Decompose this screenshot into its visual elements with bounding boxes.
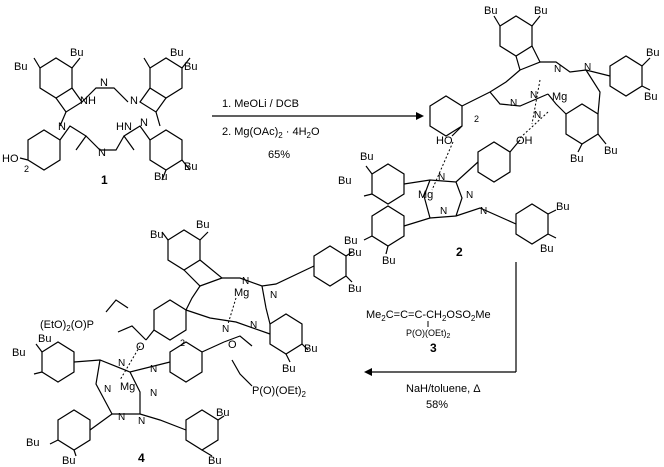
c4-n-3: N <box>222 324 229 335</box>
step2-conditions: NaH/toluene, Δ <box>406 383 481 395</box>
compound-2-structure <box>363 15 651 255</box>
c2-coordination-bonds <box>431 79 549 191</box>
c1-n-5: N <box>98 147 106 159</box>
c2-n-7: N <box>466 190 473 201</box>
c4-n-2: N <box>270 290 277 301</box>
c1-locant: 2 <box>24 164 29 174</box>
c2-ho: HO <box>436 135 453 147</box>
c1-bu-5: Bu <box>184 161 197 173</box>
c2-bu-10: Bu <box>382 255 395 267</box>
c4-o-right: O <box>228 339 237 351</box>
c4-locant: 2 <box>180 338 185 348</box>
c4-bu-2: Bu <box>196 219 209 231</box>
c4-mg-upper: Mg <box>234 287 249 299</box>
c1-bu-2: Bu <box>70 47 83 59</box>
step2-reagent: Me2C=C=C-CH2OSO2Me <box>366 309 491 323</box>
c4-n-4: N <box>250 320 257 331</box>
c2-bu-12: Bu <box>540 243 553 255</box>
c1-n-3: N <box>58 121 66 133</box>
c4-mg-lower: Mg <box>120 381 135 393</box>
c2-n-3: N <box>530 90 537 101</box>
c4-bu-5: Bu <box>304 343 317 355</box>
compound-2-label: 2 <box>456 245 463 259</box>
c4-bu-7: Bu <box>38 333 51 345</box>
c4-phos-right: P(O)(OEt)2 <box>252 385 307 399</box>
c4-n-10: N <box>138 416 145 427</box>
c2-n-9: N <box>480 206 487 217</box>
step2-reagent-label: 3 <box>430 341 437 355</box>
compound-1-label: 1 <box>101 173 108 187</box>
compound-4-structure <box>33 229 353 457</box>
step1-reagent1: 1. MeOLi / DCB <box>222 98 299 110</box>
c2-bu-8: Bu <box>338 175 351 187</box>
c4-bu-10: Bu <box>62 455 75 467</box>
c2-bu-5: Bu <box>604 145 617 157</box>
c4-n-8: N <box>150 388 157 399</box>
c2-n-4: N <box>510 98 517 109</box>
c2-oh: OH <box>516 135 533 147</box>
step1-reagent2: 2. Mg(OAc)2 · 4H2O <box>222 126 320 140</box>
c1-hn: HN <box>116 121 132 133</box>
c4-coordination-bonds <box>119 297 237 381</box>
c4-bu-4: Bu <box>348 283 361 295</box>
step2-reagent-phos: P(O)(OEt)2 <box>406 328 451 340</box>
c4-n-9: N <box>118 412 125 423</box>
c1-ho: HO <box>2 153 19 165</box>
c1-bu-4: Bu <box>184 61 197 73</box>
c2-bu-11: Bu <box>556 201 569 213</box>
c1-bu-3: Bu <box>170 47 183 59</box>
c2-bu-2: Bu <box>534 5 547 17</box>
c1-n-2: N <box>130 95 138 107</box>
c2-n-5: N <box>534 110 541 121</box>
c2-mg-upper: Mg <box>552 91 567 103</box>
compound-1-structure <box>19 57 191 181</box>
c1-bu-6: Bu <box>154 171 167 183</box>
c2-n-8: N <box>440 206 447 217</box>
c1-bu-1: Bu <box>14 61 27 73</box>
c2-bu-9: Bu <box>344 235 357 247</box>
c2-bu-4: Bu <box>644 91 657 103</box>
c2-bu-6: Bu <box>570 153 583 165</box>
c4-bu-3: Bu <box>348 247 361 259</box>
c2-mg-lower: Mg <box>418 189 433 201</box>
c2-bu-1: Bu <box>484 5 497 17</box>
c4-n-1: N <box>242 276 249 287</box>
step1-yield: 65% <box>268 149 290 161</box>
c2-bu-7: Bu <box>360 151 373 163</box>
c1-n-4: N <box>140 117 148 129</box>
c4-bu-12: Bu <box>208 455 221 467</box>
c4-n-5: N <box>118 358 125 369</box>
c4-o-left: O <box>136 341 145 353</box>
c4-bu-8: Bu <box>12 347 25 359</box>
c4-n-7: N <box>104 384 111 395</box>
c2-n-1: N <box>554 64 561 75</box>
step1-arrow <box>212 112 424 120</box>
c4-bu-1: Bu <box>150 229 163 241</box>
c4-bu-6: Bu <box>282 363 295 375</box>
c1-n-1: N <box>100 77 108 89</box>
c1-nh: NH <box>80 95 96 107</box>
step2-yield: 58% <box>426 399 448 411</box>
c4-bu-11: Bu <box>216 407 229 419</box>
c2-locant: 2 <box>474 114 479 124</box>
c2-n-2: N <box>584 62 591 73</box>
step2-arrow <box>364 262 517 376</box>
c2-n-6: N <box>438 172 445 183</box>
c4-n-6: N <box>150 364 157 375</box>
c4-bu-9: Bu <box>26 437 39 449</box>
c4-phos-left: (EtO)2(O)P <box>40 319 94 333</box>
compound-4-label: 4 <box>138 451 145 465</box>
c2-bu-3: Bu <box>646 47 659 59</box>
